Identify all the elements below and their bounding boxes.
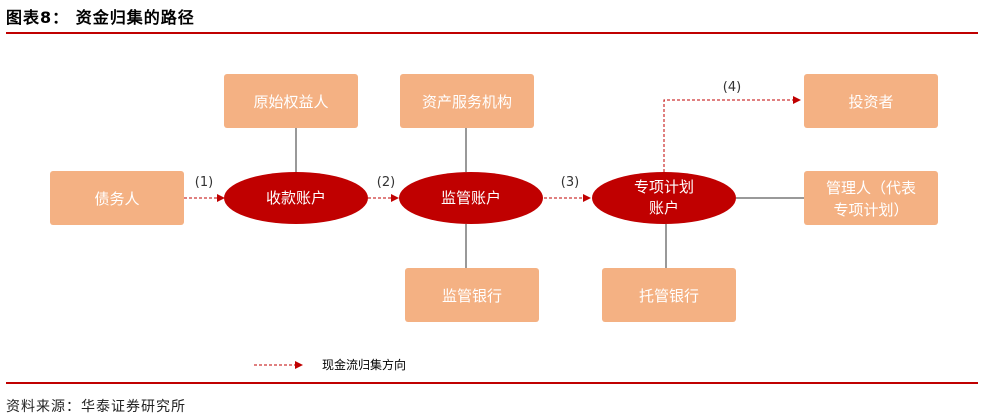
oval-supervision-label: 监管账户 (441, 189, 501, 207)
step-label-3: (3) (561, 175, 579, 190)
source-note: 资料来源：华泰证券研究所 (6, 399, 186, 415)
box-investor-label: 投资者 (848, 93, 893, 111)
box-manager-label-line1: 管理人（代表 (826, 179, 916, 197)
footer-rule (6, 382, 978, 384)
box-supervision-bank-label: 监管银行 (442, 287, 502, 305)
oval-collection-account: 收款账户 (224, 172, 368, 224)
box-debtor: 债务人 (50, 171, 184, 225)
box-custodian-bank: 托管银行 (602, 268, 736, 322)
step-label-4: (4) (723, 80, 741, 95)
box-asset-service-label: 资产服务机构 (422, 93, 512, 111)
oval-spv-label-line1: 专项计划 (634, 178, 694, 196)
box-asset-service: 资产服务机构 (400, 74, 534, 128)
box-investor: 投资者 (804, 74, 938, 128)
box-custodian-bank-label: 托管银行 (639, 287, 699, 305)
step-label-2: (2) (377, 175, 395, 190)
box-supervision-bank: 监管银行 (405, 268, 539, 322)
box-original-owner: 原始权益人 (224, 74, 358, 128)
arrow-step-4 (663, 96, 801, 172)
oval-collection-label: 收款账户 (266, 189, 326, 207)
page-title: 图表8： 资金归集的路径 (6, 8, 195, 27)
box-manager: 管理人（代表 专项计划） (804, 171, 938, 225)
box-manager-label-line2: 专项计划） (833, 201, 908, 219)
oval-spv-label-line2: 账户 (649, 199, 679, 217)
oval-supervision-account: 监管账户 (399, 172, 543, 224)
legend-label: 现金流归集方向 (322, 357, 406, 372)
box-original-owner-label: 原始权益人 (253, 93, 328, 111)
step-label-1: (1) (195, 175, 213, 190)
box-debtor-label: 债务人 (94, 190, 139, 208)
legend: 现金流归集方向 (254, 357, 406, 372)
title-rule (6, 32, 978, 34)
oval-spv-account: 专项计划 账户 (592, 172, 736, 224)
